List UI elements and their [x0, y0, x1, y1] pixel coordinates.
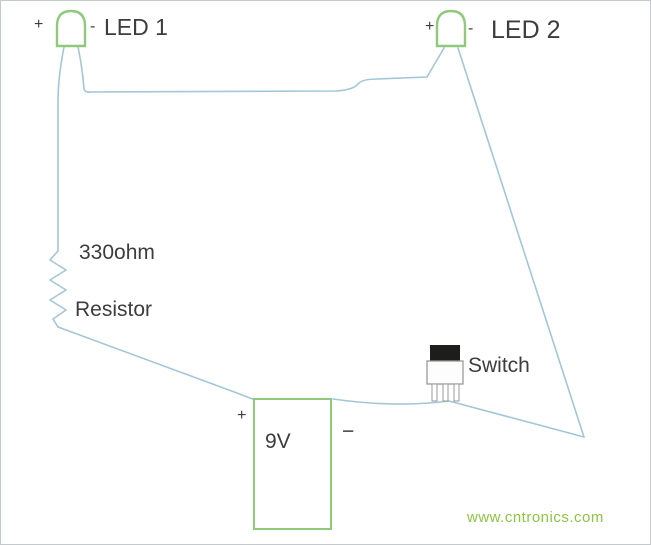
switch-leg [453, 383, 460, 402]
led1-label: LED 1 [104, 14, 168, 40]
led1-plus-label: + [34, 16, 44, 33]
switch-body [426, 360, 464, 385]
switch-label: Switch [468, 354, 530, 377]
resistor-name-label: Resistor [75, 298, 153, 321]
switch-symbol [426, 345, 464, 402]
battery-voltage-label: 9V [265, 430, 291, 453]
resistor-symbol [49, 250, 67, 328]
wire-led1-to-resistor [57, 46, 65, 252]
led2-plus-label: + [425, 18, 435, 35]
battery-plus-label: + [237, 407, 247, 424]
led1-minus-label: - [90, 18, 96, 35]
wire-battery-to-switch [332, 398, 585, 438]
switch-cap [430, 345, 460, 361]
wire-lines [49, 46, 585, 438]
switch-leg [442, 383, 449, 402]
resistor-value-label: 330ohm [79, 241, 155, 264]
led2-minus-label: - [468, 20, 474, 37]
wire-led2-to-corner [457, 47, 585, 438]
wire-led1-to-led2 [77, 46, 445, 93]
wire-resistor-to-battery [57, 326, 256, 401]
battery-minus-label: − [342, 420, 355, 443]
watermark-text: www.cntronics.com [467, 509, 604, 526]
led2-label: LED 2 [491, 16, 561, 44]
battery-symbol [253, 398, 332, 530]
led2-symbol [435, 9, 467, 48]
switch-leg [431, 383, 438, 402]
led1-symbol [55, 9, 87, 48]
